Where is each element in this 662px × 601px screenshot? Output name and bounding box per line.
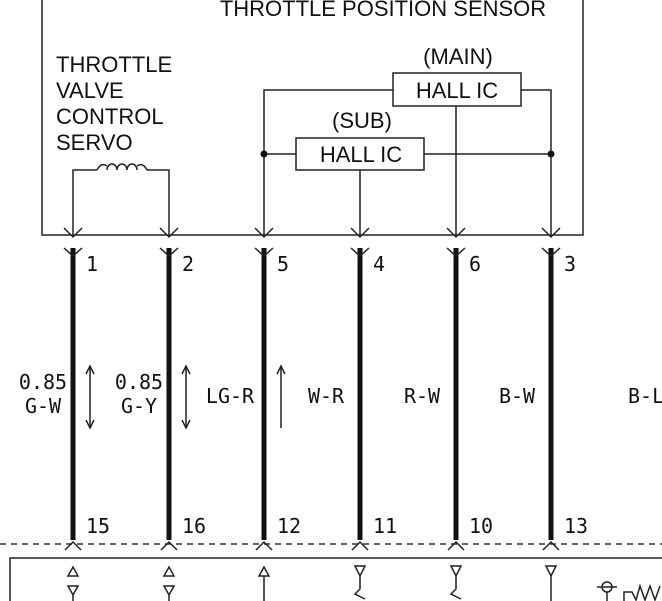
wire-color-label: R-W — [404, 384, 441, 408]
bidirectional-arrow-icon — [85, 364, 95, 430]
ecu-housing — [9, 557, 662, 601]
bottom-pin-number: 12 — [277, 514, 301, 538]
wire-color-label: W-R — [308, 384, 345, 408]
sub-hall-ic-label: HALL IC — [320, 142, 402, 167]
main-hall-ic-label: HALL IC — [416, 78, 498, 103]
sensor-housing — [41, 0, 584, 236]
connector-arrow-icon — [350, 247, 370, 258]
connector-arrow-icon — [542, 540, 560, 551]
top-pin-number: 5 — [277, 252, 289, 276]
ecu-terminal-symbol-icon — [449, 565, 463, 600]
wire-w-r: 4 11 W-R — [308, 227, 397, 600]
wire-color-label: B-L — [628, 384, 662, 408]
wire-b-w: 3 13 B-W — [499, 227, 588, 601]
wire-r-w: 6 10 R-W — [404, 227, 493, 600]
wire-color-label: LG-R — [206, 384, 255, 408]
ecu-terminal-symbol-icon — [66, 565, 80, 601]
wire-g-y: 2 16 0.85G-Y — [115, 227, 206, 601]
wire-size-label: 0.85 — [19, 370, 67, 394]
bottom-pin-number: 10 — [469, 514, 493, 538]
connector-arrow-icon — [160, 540, 178, 551]
connector-arrow-icon — [63, 247, 83, 258]
connector-arrow-icon — [350, 227, 370, 239]
connector-arrow-icon — [447, 540, 465, 551]
connector-arrow-icon — [159, 247, 179, 258]
bottom-pin-number: 15 — [86, 514, 110, 538]
connector-arrow-icon — [351, 540, 369, 551]
connector-arrow-icon — [254, 247, 274, 258]
connector-arrow-icon — [446, 247, 466, 258]
top-pin-number: 4 — [373, 252, 385, 276]
connector-arrow-icon — [541, 227, 561, 239]
ground-resistor-icon — [597, 581, 661, 601]
servo-label-4: SERVO — [56, 130, 133, 155]
sensor-title: THROTTLE POSITION SENSOR — [220, 0, 546, 21]
connector-arrow-icon — [254, 227, 274, 239]
up-arrow-icon — [276, 364, 286, 428]
servo-label-2: VALVE — [56, 78, 124, 103]
wire-lg-r: 5 12 LG-R — [206, 227, 301, 601]
bottom-pin-number: 13 — [564, 514, 588, 538]
connector-arrow-icon — [541, 247, 561, 258]
ecu-terminal-symbol-icon — [162, 565, 176, 601]
wire-g-w: 1 15 0.85G-W — [19, 227, 110, 601]
bidirectional-arrow-icon — [181, 364, 191, 430]
top-pin-number: 2 — [182, 252, 194, 276]
servo-label-1: THROTTLE — [56, 52, 172, 77]
sub-ic-tag: (SUB) — [332, 108, 392, 133]
bottom-pin-number: 16 — [182, 514, 206, 538]
bottom-pin-number: 11 — [373, 514, 397, 538]
top-pin-number: 1 — [86, 252, 98, 276]
connector-arrow-icon — [255, 540, 273, 551]
junction-dot — [260, 150, 268, 158]
junction-dot — [547, 150, 555, 158]
wire-color-label: G-W — [25, 394, 62, 418]
connector-arrow-icon — [159, 227, 179, 239]
connector-arrow-icon — [63, 227, 83, 239]
ecu-terminal-symbol-icon — [257, 565, 271, 601]
connector-arrow-icon — [446, 227, 466, 239]
ecu-terminal-symbol-icon — [544, 565, 558, 601]
connector-arrow-icon — [64, 540, 82, 551]
wire-color-label: G-Y — [121, 394, 157, 418]
main-ic-tag: (MAIN) — [423, 44, 493, 69]
wire-size-label: 0.85 — [115, 370, 163, 394]
top-pin-number: 6 — [469, 252, 481, 276]
ecu-terminal-symbol-icon — [353, 565, 367, 600]
servo-label-3: CONTROL — [56, 104, 164, 129]
top-pin-number: 3 — [564, 252, 576, 276]
servo-coil-icon — [72, 163, 170, 235]
wire-color-label: B-W — [499, 384, 536, 408]
internal-wiring — [260, 89, 555, 235]
